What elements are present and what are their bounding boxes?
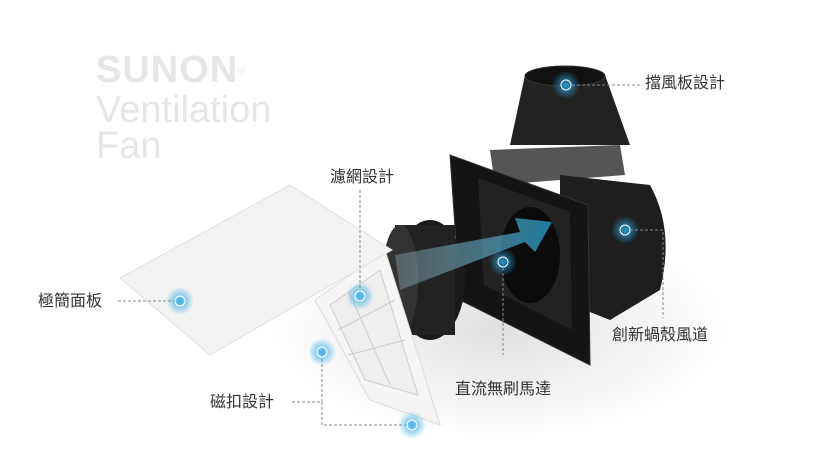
callout-panel: 極簡面板 [38,291,103,310]
hotspots [166,71,639,439]
callout-filter: 濾網設計 [330,167,395,186]
hotspot-panel [166,287,194,315]
hotspot-magnet-1 [308,338,336,366]
airflow-arrow [395,218,552,290]
callout-housing: 創新蝸殼風道 [612,325,709,344]
logo-registered: ® [238,65,248,78]
leader-lines [118,84,664,426]
logo-line2: Fan [96,124,162,167]
scroll-housing [449,154,666,366]
hotspot-filter [346,282,374,310]
logo-line1: Ventilation [96,88,272,131]
hotspot-magnet-2 [398,411,426,439]
callout-motor: 直流無刷馬達 [455,379,552,398]
logo: SUNON® Ventilation Fan [96,49,272,167]
callout-damper: 擋風板設計 [645,73,726,92]
logo-brand: SUNON [96,49,239,91]
front-panel [119,184,393,356]
hotspot-motor [489,248,517,276]
callout-magnet: 磁扣設計 [210,392,275,411]
hotspot-housing [611,216,639,244]
hotspot-damper [552,71,580,99]
